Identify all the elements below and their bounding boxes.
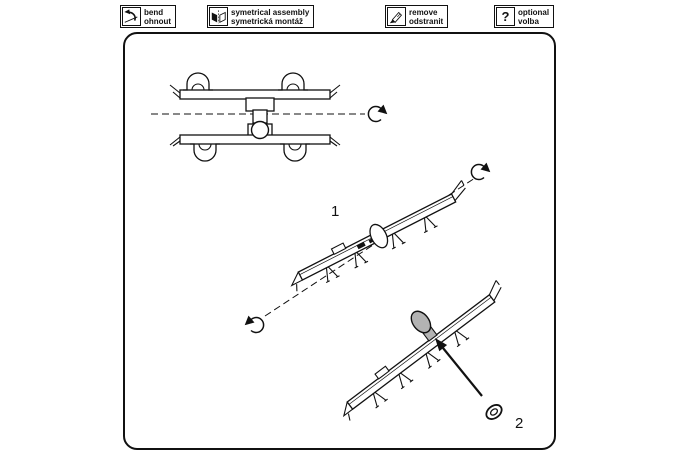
remove-icon <box>387 7 406 26</box>
assembly-diagram: 1 <box>151 72 523 432</box>
legend-label-cs: symetrická montáž <box>231 16 304 26</box>
symmetric-assembly-drawing <box>151 72 387 162</box>
step-1-part-drawing: 1 <box>245 163 490 334</box>
rotate-arrow <box>470 163 490 181</box>
legend-label-cs: ohnout <box>144 16 172 26</box>
legend-item-optional: ? optional volba <box>494 5 555 28</box>
legend-item-remove: remove odstranit <box>385 5 449 28</box>
legend-label-en: bend <box>144 7 164 17</box>
optional-icon: ? <box>496 7 515 26</box>
rotate-arrow-mirrored <box>245 316 265 334</box>
grommet-ring <box>485 404 503 420</box>
legend-label-en: optional <box>518 7 550 17</box>
pointer-arrow <box>435 338 483 397</box>
legend-label-cs: odstranit <box>409 16 444 26</box>
legend-label-cs: volba <box>518 16 539 26</box>
diagram-panel: 1 <box>123 32 556 450</box>
rotate-arrow <box>367 105 387 123</box>
mount-pad-oval <box>369 223 389 249</box>
step-2-part-drawing: 2 <box>342 280 523 432</box>
step-1-label: 1 <box>331 203 339 220</box>
legend-item-bend: bend ohnout <box>120 5 177 28</box>
symmetrical-assembly-icon <box>209 7 228 26</box>
legend-label-en: remove <box>409 7 438 17</box>
legend-label-en: symetrical assembly <box>231 7 310 17</box>
bend-icon <box>122 7 141 26</box>
gray-pad-oval <box>410 310 432 334</box>
center-pivot-circle <box>250 120 270 140</box>
step-2-label: 2 <box>515 415 523 432</box>
legend-item-symmetrical-assembly: symetrical assembly symetrická montáž <box>207 5 315 28</box>
